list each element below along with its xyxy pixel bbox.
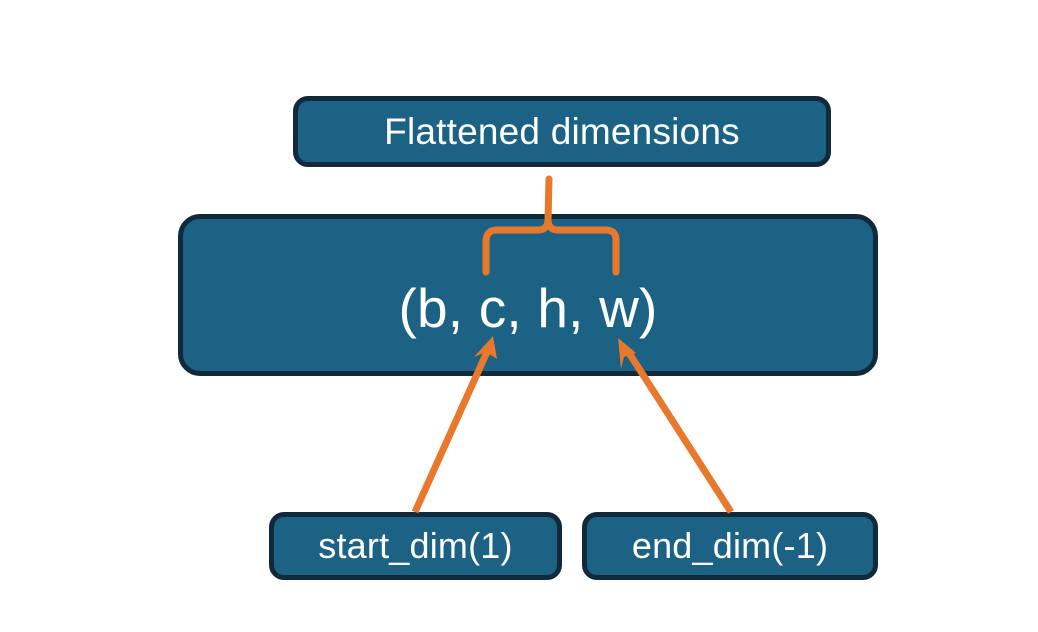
start-dim-label: start_dim(1) [318, 525, 513, 566]
tensor-shape-box: (b, c, h, w) [178, 214, 878, 376]
flattened-dimensions-label: Flattened dimensions [384, 110, 740, 152]
flattened-dimensions-box: Flattened dimensions [293, 96, 831, 167]
end-dim-label: end_dim(-1) [631, 525, 829, 566]
end-dim-box: end_dim(-1) [582, 512, 878, 580]
start-dim-box: start_dim(1) [269, 512, 562, 580]
tensor-shape-label: (b, c, h, w) [398, 277, 658, 339]
